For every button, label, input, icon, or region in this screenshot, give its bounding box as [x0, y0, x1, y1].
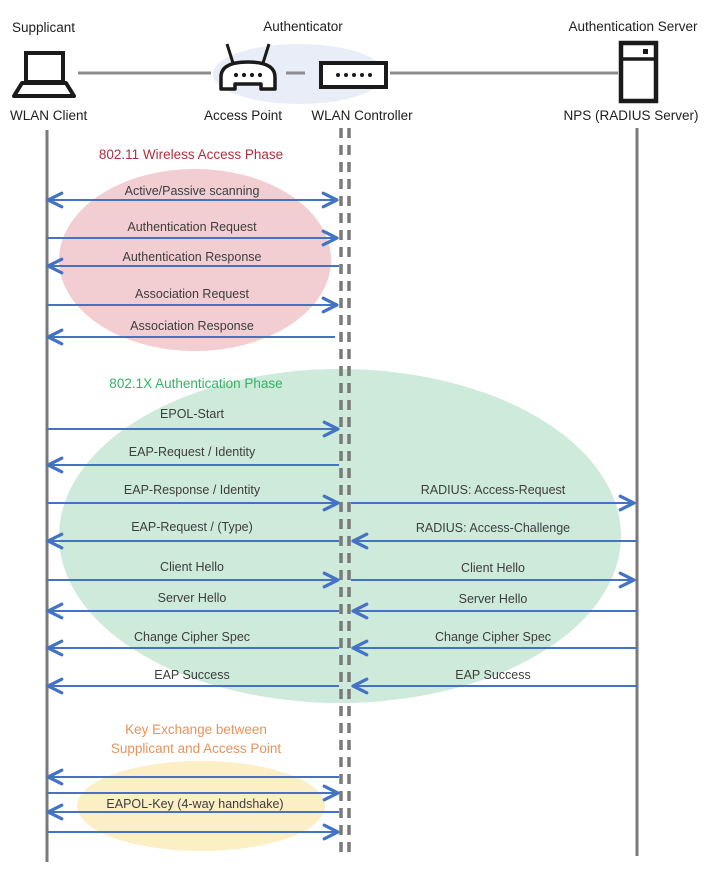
message-eap-request-identity: EAP-Request / Identity: [128, 445, 256, 459]
access-point-icon: [219, 43, 277, 91]
message-radius-access-challenge: RADIUS: Access-Challenge: [415, 521, 571, 535]
message-eap-request-type: EAP-Request / (Type): [131, 520, 253, 534]
message-epol-start: EPOL-Start: [160, 407, 224, 421]
laptop-icon: [12, 51, 76, 98]
message-change-cipher-right: Change Cipher Spec: [434, 630, 552, 644]
wlan-controller-label: WLAN Controller: [311, 108, 413, 123]
key-exchange-phase-ellipse: [77, 761, 325, 851]
message-eapol-key: EAPOL-Key (4-way handshake): [106, 797, 284, 811]
nps-radius-label: NPS (RADIUS Server): [563, 108, 699, 123]
message-auth-request: Authentication Request: [127, 220, 257, 234]
wlan-controller-icon: [319, 61, 388, 89]
message-eap-response-identity: EAP-Response / Identity: [123, 483, 261, 497]
authentication-phase-title: 802.1X Authentication Phase: [109, 376, 283, 391]
access-point-label: Access Point: [203, 108, 283, 123]
message-scanning: Active/Passive scanning: [124, 184, 260, 198]
message-client-hello-left: Client Hello: [160, 560, 224, 574]
message-auth-response: Authentication Response: [122, 250, 262, 264]
message-assoc-response: Association Response: [130, 319, 254, 333]
key-exchange-title-line1: Key Exchange between: [125, 722, 267, 737]
auth-server-role-label: Authentication Server: [568, 19, 698, 34]
authenticator-role-label: Authenticator: [263, 19, 343, 34]
key-exchange-title-line2: Supplicant and Access Point: [110, 741, 282, 756]
message-assoc-request: Association Request: [135, 287, 249, 301]
message-server-hello-left: Server Hello: [157, 591, 227, 605]
message-eap-success-left: EAP Success: [154, 668, 230, 682]
message-client-hello-right: Client Hello: [461, 561, 525, 575]
supplicant-role-label: Supplicant: [12, 20, 76, 35]
wlan-client-label: WLAN Client: [10, 108, 88, 123]
wireless-access-phase-title: 802.11 Wireless Access Phase: [98, 147, 284, 162]
message-server-hello-right: Server Hello: [458, 592, 528, 606]
message-eap-success-right: EAP Success: [455, 668, 531, 682]
message-radius-access-request: RADIUS: Access-Request: [420, 483, 566, 497]
server-icon: [618, 40, 659, 104]
message-change-cipher-left: Change Cipher Spec: [133, 630, 251, 644]
